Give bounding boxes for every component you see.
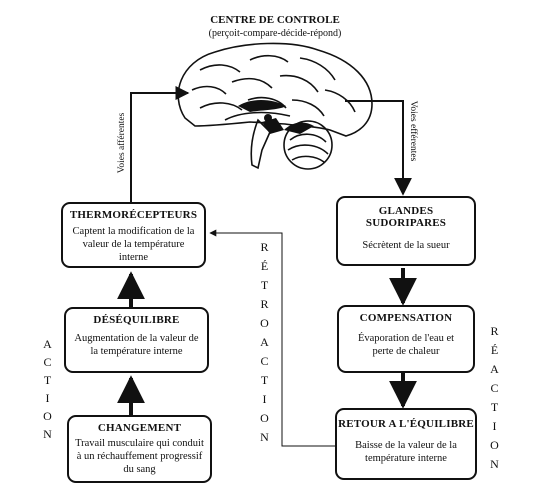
desequilibre-text: Augmentation de la valeur de la températ…: [74, 333, 199, 357]
box-compensation: COMPENSATION Évaporation de l'eau et per…: [337, 305, 475, 373]
afferent-arrow: [130, 86, 190, 202]
compensation-title: COMPENSATION: [359, 312, 453, 324]
retour-title: RETOUR A L'ÉQUILIBRE: [338, 418, 474, 430]
retroaction-vertical-label: R É T R O A C T I O N: [260, 240, 270, 444]
retour-text: Baisse de la valeur de la température in…: [355, 440, 457, 464]
box-retour-equilibre: RETOUR A L'ÉQUILIBRE Baisse de la valeur…: [335, 408, 477, 480]
box-thermorecepteurs: THERMORÉCEPTEURS Captent la modification…: [61, 202, 206, 268]
reaction-vertical-label: R É A C T I O N: [490, 324, 500, 471]
box-glandes-sudoripares: GLANDES SUDORIPARES Sécrètent de la sueu…: [336, 196, 476, 266]
page-title: CENTRE DE CONTROLE: [210, 14, 340, 26]
changement-text: Travail musculaire qui conduit à un réch…: [75, 438, 204, 475]
retroaction-arrow: [209, 229, 335, 447]
glandes-text: Sécrètent de la sueur: [362, 240, 450, 251]
efferent-label: Voies efférentes: [408, 100, 418, 162]
afferent-label: Voies afférentes: [117, 112, 127, 174]
box-desequilibre: DÉSÉQUILIBRE Augmentation de la valeur d…: [64, 307, 209, 373]
page-subtitle: (perçoit-compare-décide-répond): [208, 28, 342, 39]
compensation-text: Évaporation de l'eau et perte de chaleur: [357, 333, 455, 357]
action-vertical-label: A C T I O N: [43, 337, 53, 441]
box-changement: CHANGEMENT Travail musculaire qui condui…: [67, 415, 212, 483]
desequilibre-title: DÉSÉQUILIBRE: [93, 314, 180, 326]
thermo-text: Captent la modification de la valeur de …: [72, 226, 195, 263]
glandes-title: GLANDES SUDORIPARES: [365, 205, 447, 229]
thermo-title: THERMORÉCEPTEURS: [69, 209, 198, 221]
efferent-arrow: [345, 100, 412, 196]
changement-title: CHANGEMENT: [97, 422, 182, 434]
